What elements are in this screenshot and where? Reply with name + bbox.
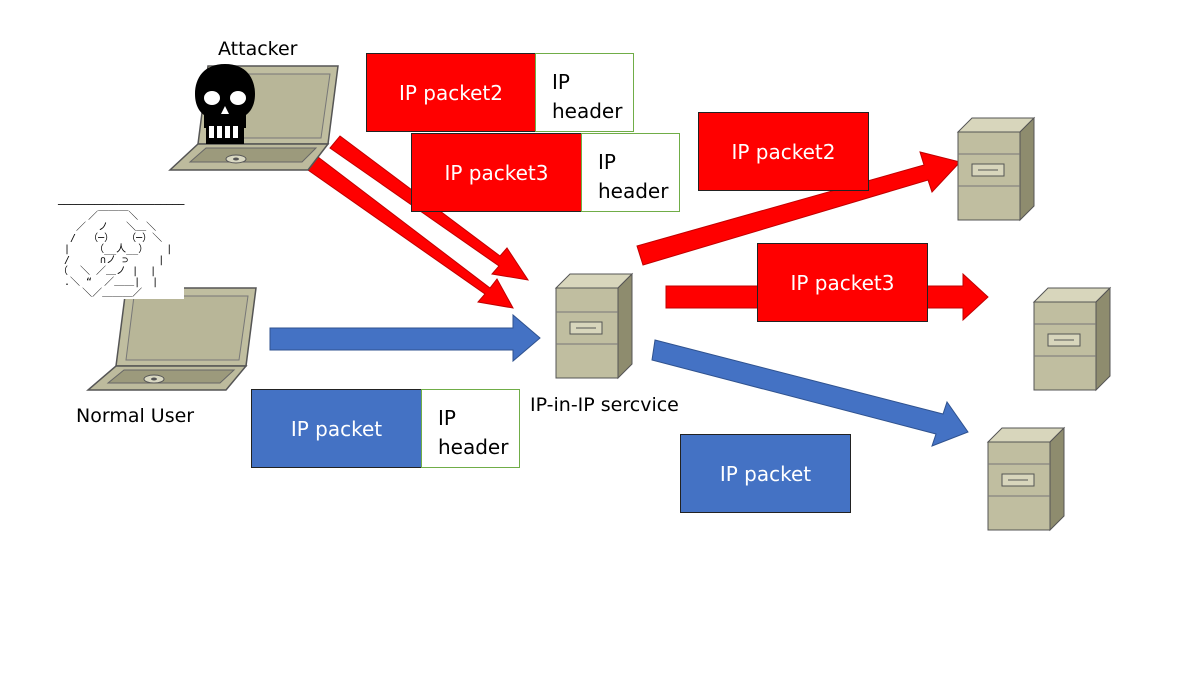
attacker-label: Attacker [218, 38, 298, 60]
attacker-packet2-box: IP packet2 [366, 53, 536, 132]
header-line1: IP [552, 70, 570, 94]
header-line2: header [552, 99, 623, 123]
normal-user-label: Normal User [76, 405, 195, 427]
attack-arrow-lower [307, 156, 514, 309]
out-arrow-packet [651, 339, 969, 447]
service-label: IP-in-IP sercvice [530, 394, 679, 416]
dest-server-2-icon [1032, 286, 1112, 392]
user-laptop-icon [86, 287, 257, 391]
ascii-face-icon: ───────────────────── ／￣￣￣＼ ／ ノ ＼＿＼ / （─… [58, 200, 185, 299]
out-packet3-box: IP packet3 [757, 243, 928, 322]
dest-server-1-icon [956, 116, 1036, 222]
service-server-icon [554, 272, 634, 380]
out-packet-box: IP packet [680, 434, 851, 513]
attacker-packet2-header: IP header [535, 53, 634, 132]
attacker-packet3-header: IP header [581, 133, 680, 212]
out-arrow-packet2 [636, 151, 961, 266]
user-packet-box: IP packet [251, 389, 422, 468]
out-packet2-box: IP packet2 [698, 112, 869, 191]
header-line1: IP [438, 406, 456, 430]
dest-server-3-icon [986, 426, 1066, 532]
attacker-packet3-box: IP packet3 [411, 133, 582, 212]
skull-icon [195, 64, 255, 144]
header-line1: IP [598, 150, 616, 174]
user-arrow [269, 313, 541, 363]
header-line2: header [438, 435, 509, 459]
header-line2: header [598, 179, 669, 203]
user-packet-header: IP header [421, 389, 520, 468]
